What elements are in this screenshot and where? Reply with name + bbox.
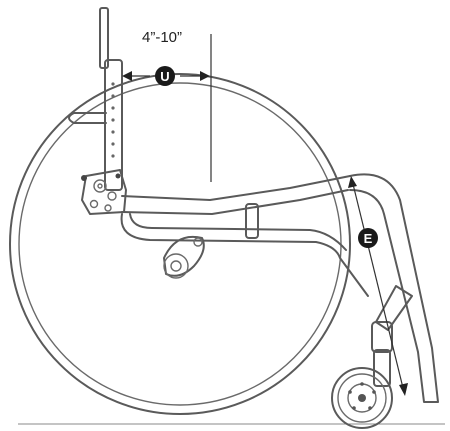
dimension-u-arrowhead-left — [122, 71, 132, 81]
dimension-e-indicator: E — [348, 176, 408, 396]
dimension-e-arrowhead-top — [348, 176, 357, 188]
dimension-u-badge — [155, 66, 175, 86]
caster-fork — [371, 285, 413, 387]
lower-frame-tube — [120, 213, 369, 297]
rear-wheel — [9, 73, 351, 415]
wheel-lock-assembly — [163, 236, 205, 279]
dimension-u-range-label: 4”-10” — [142, 29, 182, 46]
front-frame-tube — [349, 173, 439, 403]
dimension-e-arrow-line — [351, 179, 405, 393]
dimension-u-arrowhead-right — [200, 71, 210, 81]
seat-rail-lower-edge — [121, 189, 349, 215]
axle-plate — [81, 169, 127, 215]
caster-wheel — [331, 367, 393, 429]
backrest-post — [99, 7, 123, 191]
dimension-e-arrowhead-bottom — [399, 383, 408, 396]
push-handle — [68, 112, 107, 124]
dimension-u-badge-letter: U — [160, 69, 169, 84]
seat-rail — [121, 175, 351, 201]
dimension-u-indicator: U — [122, 34, 212, 182]
seat-support-strut — [245, 203, 259, 239]
dimension-e-badge-letter: E — [364, 231, 373, 246]
lower-frame-tube-inner — [129, 213, 347, 251]
dimension-e-badge — [358, 228, 378, 248]
